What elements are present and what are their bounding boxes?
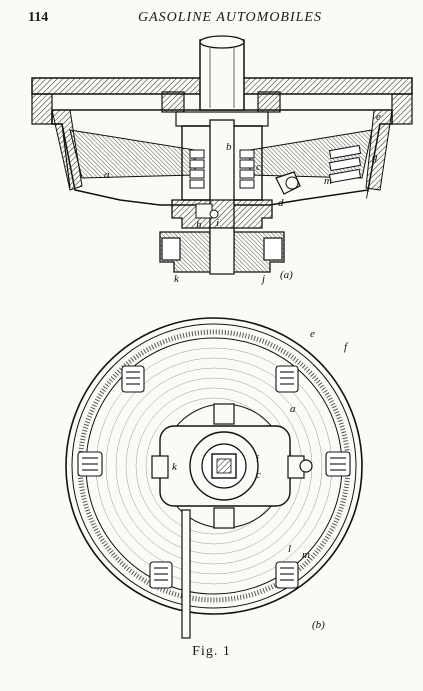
label-a-c: c (256, 161, 261, 173)
label-b-m: m (302, 549, 310, 561)
label-b-c: c (256, 469, 261, 481)
label-a-e: e (376, 111, 381, 123)
label-b-e: e (310, 328, 315, 340)
control-rod (181, 509, 191, 639)
label-a-i: i (216, 217, 219, 229)
label-a-d: d (278, 197, 284, 209)
page-number: 114 (28, 10, 49, 25)
view-b-tag: (b) (312, 619, 325, 631)
view-a-tag: (a) (280, 269, 293, 281)
label-a-m: m (324, 175, 332, 187)
running-title: GASOLINE AUTOMOBILES (138, 10, 322, 25)
label-a-j: j (260, 273, 265, 285)
label-a-a: a (104, 169, 110, 181)
label-a-b: b (226, 141, 232, 153)
shaft-top (199, 39, 245, 111)
cross-section-view: a b c d e f g h i j k m (a) (31, 35, 413, 285)
label-b-l: l (288, 543, 291, 555)
figure-caption: Fig. 1 (192, 644, 231, 659)
page-header: 114 GASOLINE AUTOMOBILES (0, 0, 423, 30)
label-b-i: i (256, 453, 259, 465)
spring-units (77, 365, 351, 589)
flange-left-lip (31, 93, 53, 125)
label-a-k: k (174, 273, 180, 285)
label-a-g: g (372, 151, 378, 163)
label-a-f: f (366, 187, 371, 199)
label-b-k: k (172, 461, 178, 473)
label-b-f: f (344, 341, 349, 353)
label-a-h: h (196, 219, 202, 231)
flange-right-lip (391, 93, 413, 125)
plan-view: e f a k i c l m (b) (65, 317, 363, 639)
label-b-a: a (290, 403, 296, 415)
